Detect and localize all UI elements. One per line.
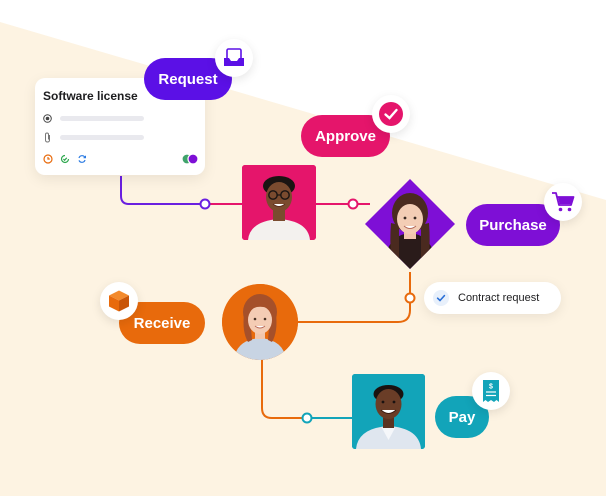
receiver-photo (222, 284, 298, 360)
person-avatar (352, 374, 425, 449)
contract-request-label: Contract request (458, 292, 540, 304)
receive-badge (100, 282, 138, 320)
clock-icon (43, 154, 53, 164)
payer-photo (352, 374, 425, 449)
sync-icon (78, 155, 86, 163)
node-receive-pay (301, 412, 313, 424)
software-license-card[interactable]: Software license (35, 78, 205, 175)
person-avatar (365, 179, 455, 269)
check-cycle-icon (60, 154, 70, 164)
request-badge (215, 39, 253, 77)
node-request-approve (199, 198, 211, 210)
contract-request-chip[interactable]: Contract request (424, 282, 561, 314)
shopping-cart-icon (552, 192, 575, 212)
placeholder-line (60, 135, 144, 140)
receipt-icon: $ (483, 380, 499, 402)
card-status-icons (43, 154, 87, 164)
purchaser-photo (363, 177, 457, 271)
check-icon (433, 290, 449, 306)
inbox-icon (224, 48, 244, 66)
purchase-pill[interactable]: Purchase (466, 204, 560, 246)
approver-photo (242, 165, 316, 240)
node-approve-purchase (347, 198, 359, 210)
package-icon (109, 290, 129, 312)
check-circle-icon (379, 102, 403, 126)
paperclip-icon (45, 132, 50, 143)
person-avatar (242, 165, 316, 240)
approve-badge (372, 95, 410, 133)
svg-text:$: $ (489, 384, 493, 391)
radio-icon (43, 114, 52, 123)
card-row-radio (43, 114, 144, 123)
person-avatar (222, 284, 298, 360)
placeholder-line (60, 116, 144, 121)
avatar-group-icon (181, 153, 199, 165)
card-row-attachment (43, 132, 144, 143)
card-title: Software license (43, 89, 138, 103)
purchase-badge (544, 183, 582, 221)
pay-badge: $ (472, 372, 510, 410)
node-purchase-receive (404, 292, 416, 304)
